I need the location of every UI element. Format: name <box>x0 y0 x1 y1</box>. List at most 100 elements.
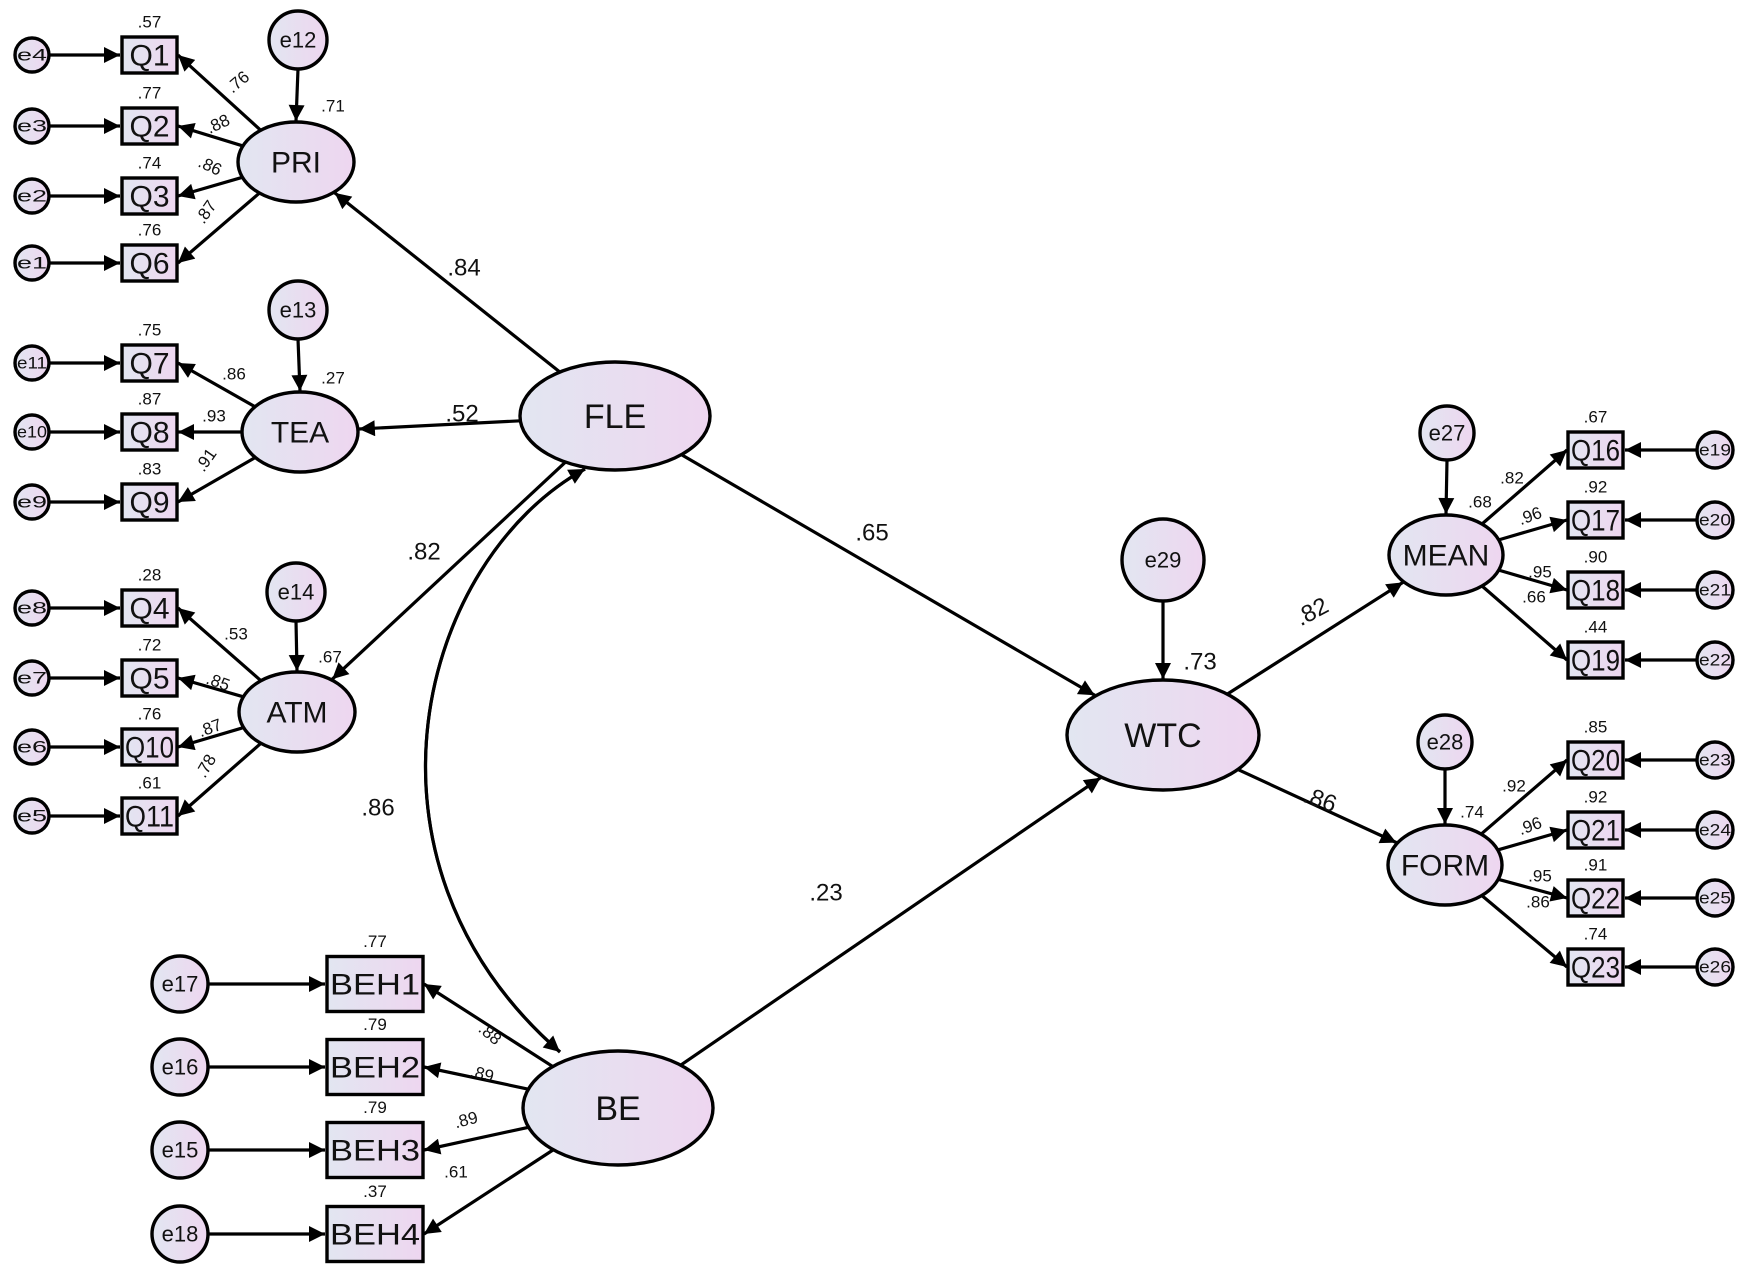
error-e10 <box>13 413 51 451</box>
error-e6 <box>13 728 51 766</box>
indicator-q11 <box>120 796 179 836</box>
error-e23 <box>1695 740 1735 780</box>
error-e2 <box>13 177 51 215</box>
latent-atm <box>237 670 357 754</box>
r2-q1: .57 <box>138 13 162 32</box>
r2-beh3: .79 <box>363 1098 387 1117</box>
latent-fle <box>518 360 712 472</box>
loading-q4: .53 <box>224 625 248 644</box>
loading-q17: .96 <box>1516 503 1545 529</box>
indicator-q2 <box>120 106 179 146</box>
error-e17-label: e17 <box>162 972 199 997</box>
loading-path-q1 <box>176 53 262 132</box>
loading-q10: .87 <box>196 715 225 741</box>
indicator-q8 <box>120 412 179 452</box>
r2-beh4: .37 <box>363 1182 387 1201</box>
indicator-beh3-label: BEH3 <box>330 1135 420 1168</box>
latent-mean <box>1387 513 1505 597</box>
error-e19 <box>1695 430 1735 470</box>
error-e11-label: e11 <box>17 354 47 373</box>
error-e26-label: e26 <box>1699 958 1731 977</box>
error-path-e27 <box>1438 459 1455 515</box>
error-e24-label: e24 <box>1699 821 1731 840</box>
error-e12-label: e12 <box>280 28 317 53</box>
indicator-q16-label: Q16 <box>1571 435 1620 468</box>
indicator-q10-label: Q10 <box>125 732 174 765</box>
r2-q23: .74 <box>1584 925 1608 944</box>
error-e28-label: e28 <box>1427 730 1464 755</box>
latent-wtc-label: WTC <box>1124 717 1201 755</box>
path-fle-wtc <box>680 453 1096 697</box>
loading-path-q9 <box>177 456 257 504</box>
error-e4-label: e4 <box>17 46 47 65</box>
error-e6-label: e6 <box>17 738 47 757</box>
loading-path-q20 <box>1480 758 1569 836</box>
error-e27 <box>1418 404 1476 462</box>
indicator-q7 <box>120 343 179 383</box>
r2-q5: .72 <box>138 636 162 655</box>
loading-q23: .86 <box>1526 893 1550 912</box>
indicator-q6 <box>120 243 179 283</box>
loading-q11: .78 <box>192 751 220 781</box>
latent-mean-label: MEAN <box>1403 540 1490 573</box>
indicator-q19-label: Q19 <box>1571 645 1620 678</box>
indicator-q21-label: Q21 <box>1571 815 1620 848</box>
indicator-beh4 <box>325 1204 425 1264</box>
loading-path-q11 <box>176 742 262 818</box>
error-e18 <box>150 1204 210 1264</box>
error-e21-label: e21 <box>1699 581 1731 600</box>
r2-q10: .76 <box>138 705 162 724</box>
path-wtc-form <box>1237 768 1398 845</box>
error-e29-label: e29 <box>1145 548 1182 573</box>
loading-q3: .86 <box>195 152 224 179</box>
loading-path-q23 <box>1480 894 1569 969</box>
error-e22 <box>1695 640 1735 680</box>
r2-pri: .71 <box>321 97 345 116</box>
error-e25-label: e25 <box>1699 889 1731 908</box>
latent-wtc <box>1065 678 1261 792</box>
error-e16-label: e16 <box>162 1055 199 1080</box>
error-e27-label: e27 <box>1429 421 1466 446</box>
loading-path-q22 <box>1497 877 1568 902</box>
indicator-beh2 <box>325 1037 425 1097</box>
path-label-fle-pri: .84 <box>447 255 480 282</box>
error-e28 <box>1416 713 1474 771</box>
indicator-q8-label: Q8 <box>129 417 169 450</box>
indicator-q3 <box>120 176 179 216</box>
r2-q17: .92 <box>1584 478 1608 497</box>
r2-q2: .77 <box>138 84 162 103</box>
loading-q21: .96 <box>1516 813 1545 839</box>
loading-q6: .87 <box>191 197 220 227</box>
path-be-wtc <box>679 776 1102 1067</box>
r2-q21: .92 <box>1584 788 1608 807</box>
indicator-q2-label: Q2 <box>129 111 169 144</box>
r2-beh2: .79 <box>363 1015 387 1034</box>
indicator-q10 <box>120 727 179 767</box>
loading-path-beh1 <box>423 982 554 1068</box>
loading-path-beh4 <box>423 1148 555 1236</box>
indicator-q6-label: Q6 <box>129 248 169 281</box>
nodes-layer <box>13 9 1735 1264</box>
error-e11 <box>13 344 51 382</box>
loading-q18: .95 <box>1528 563 1552 582</box>
loading-q9: .91 <box>191 445 220 475</box>
indicator-q16 <box>1566 430 1625 470</box>
r2-q20: .85 <box>1584 718 1608 737</box>
error-e22-label: e22 <box>1699 651 1731 670</box>
indicator-q17 <box>1566 500 1625 540</box>
loading-q16: .82 <box>1500 469 1524 488</box>
error-e19-label: e19 <box>1699 441 1731 460</box>
error-e1-label: e1 <box>17 254 47 273</box>
latent-tea-label: TEA <box>271 417 329 450</box>
error-e15 <box>150 1120 210 1180</box>
loading-path-q5 <box>177 674 244 699</box>
latent-pri-label: PRI <box>271 147 321 180</box>
error-path-e12 <box>288 68 305 122</box>
indicator-q20-label: Q20 <box>1571 745 1620 778</box>
error-e7 <box>13 659 51 697</box>
indicator-q17-label: Q17 <box>1571 505 1620 538</box>
latent-pri <box>236 120 356 204</box>
error-e20-label: e20 <box>1699 511 1731 530</box>
loading-path-beh2 <box>423 1062 529 1091</box>
r2-beh1: .77 <box>363 932 387 951</box>
